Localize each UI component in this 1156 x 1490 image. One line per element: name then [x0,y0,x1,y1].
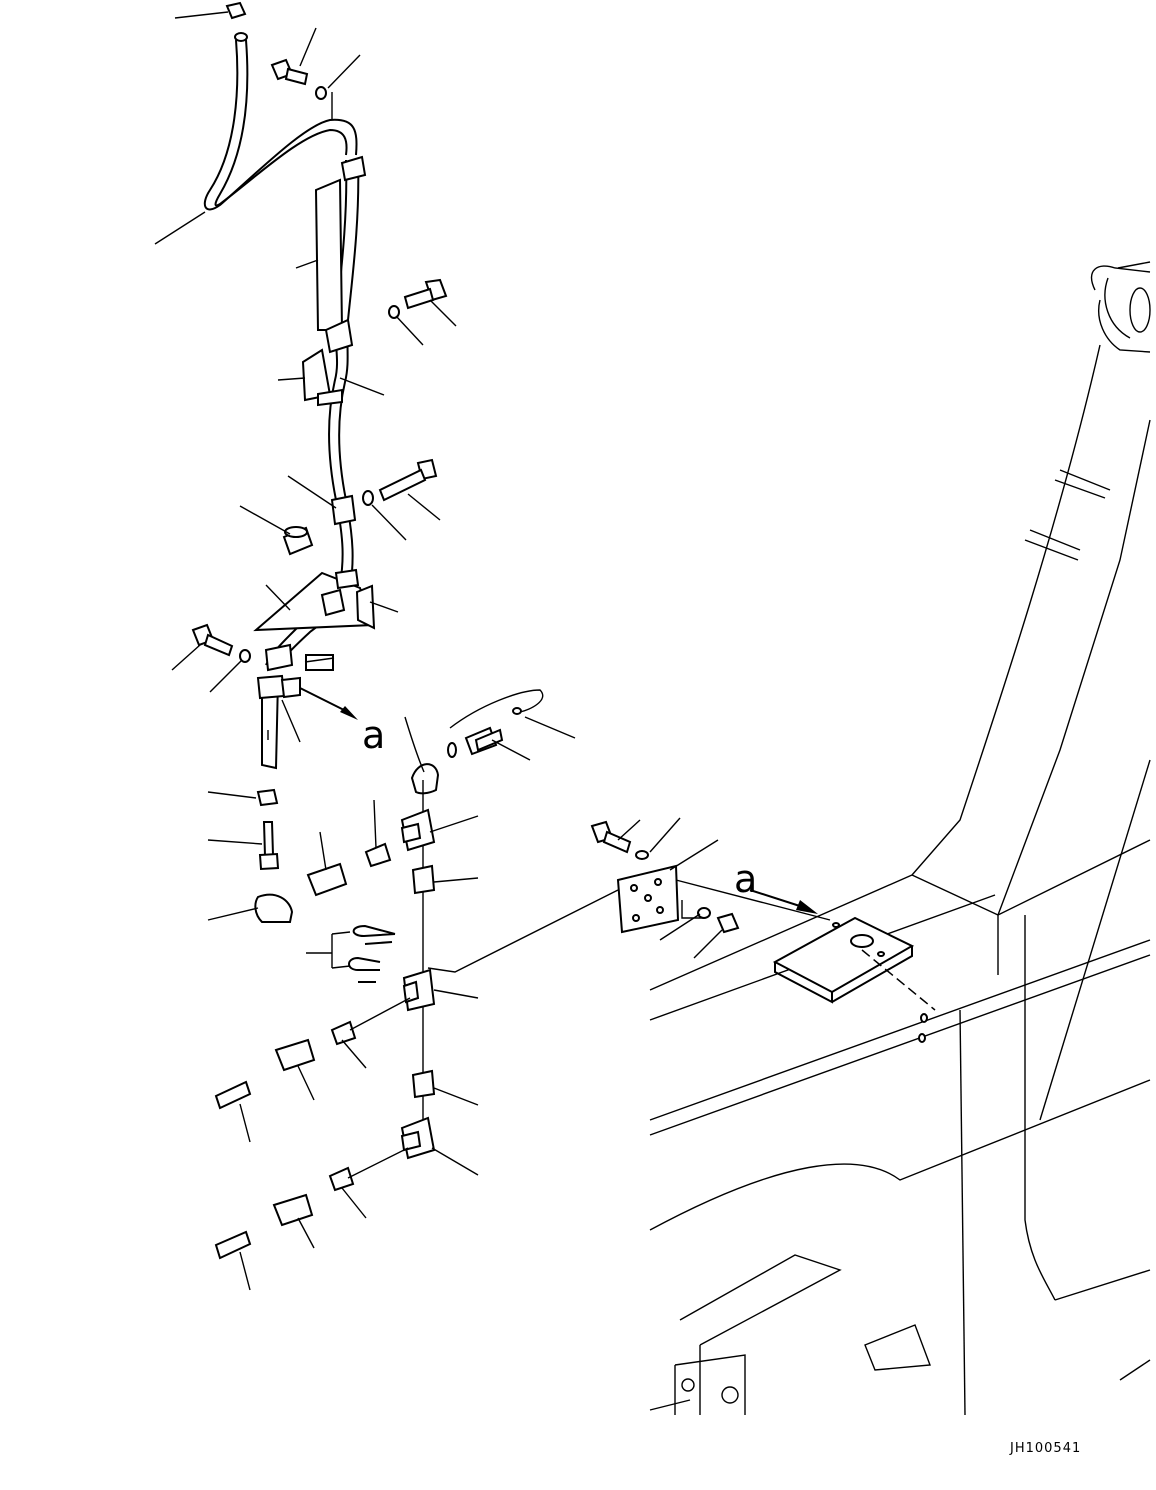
drawing-code: JH100541 [1009,1441,1081,1456]
washer [388,305,400,319]
washer [362,490,374,506]
bolt [403,278,448,310]
bolt [191,623,234,657]
view-arrow-label: a [362,713,385,757]
machine-frame [649,261,1151,1416]
detail-arrow-label: a [734,857,757,901]
bolt [270,58,309,86]
bolt [378,458,438,502]
leader-lines [154,11,723,1291]
mounting-pad [772,916,936,1043]
washer [315,86,327,100]
hose-assembly [203,1,376,770]
detail-arrow [749,889,818,914]
spacer-sleeve [282,526,314,556]
fittings [214,689,831,1260]
washer [239,649,251,663]
view-arrow [299,687,358,720]
bolts-and-washers [191,58,448,663]
